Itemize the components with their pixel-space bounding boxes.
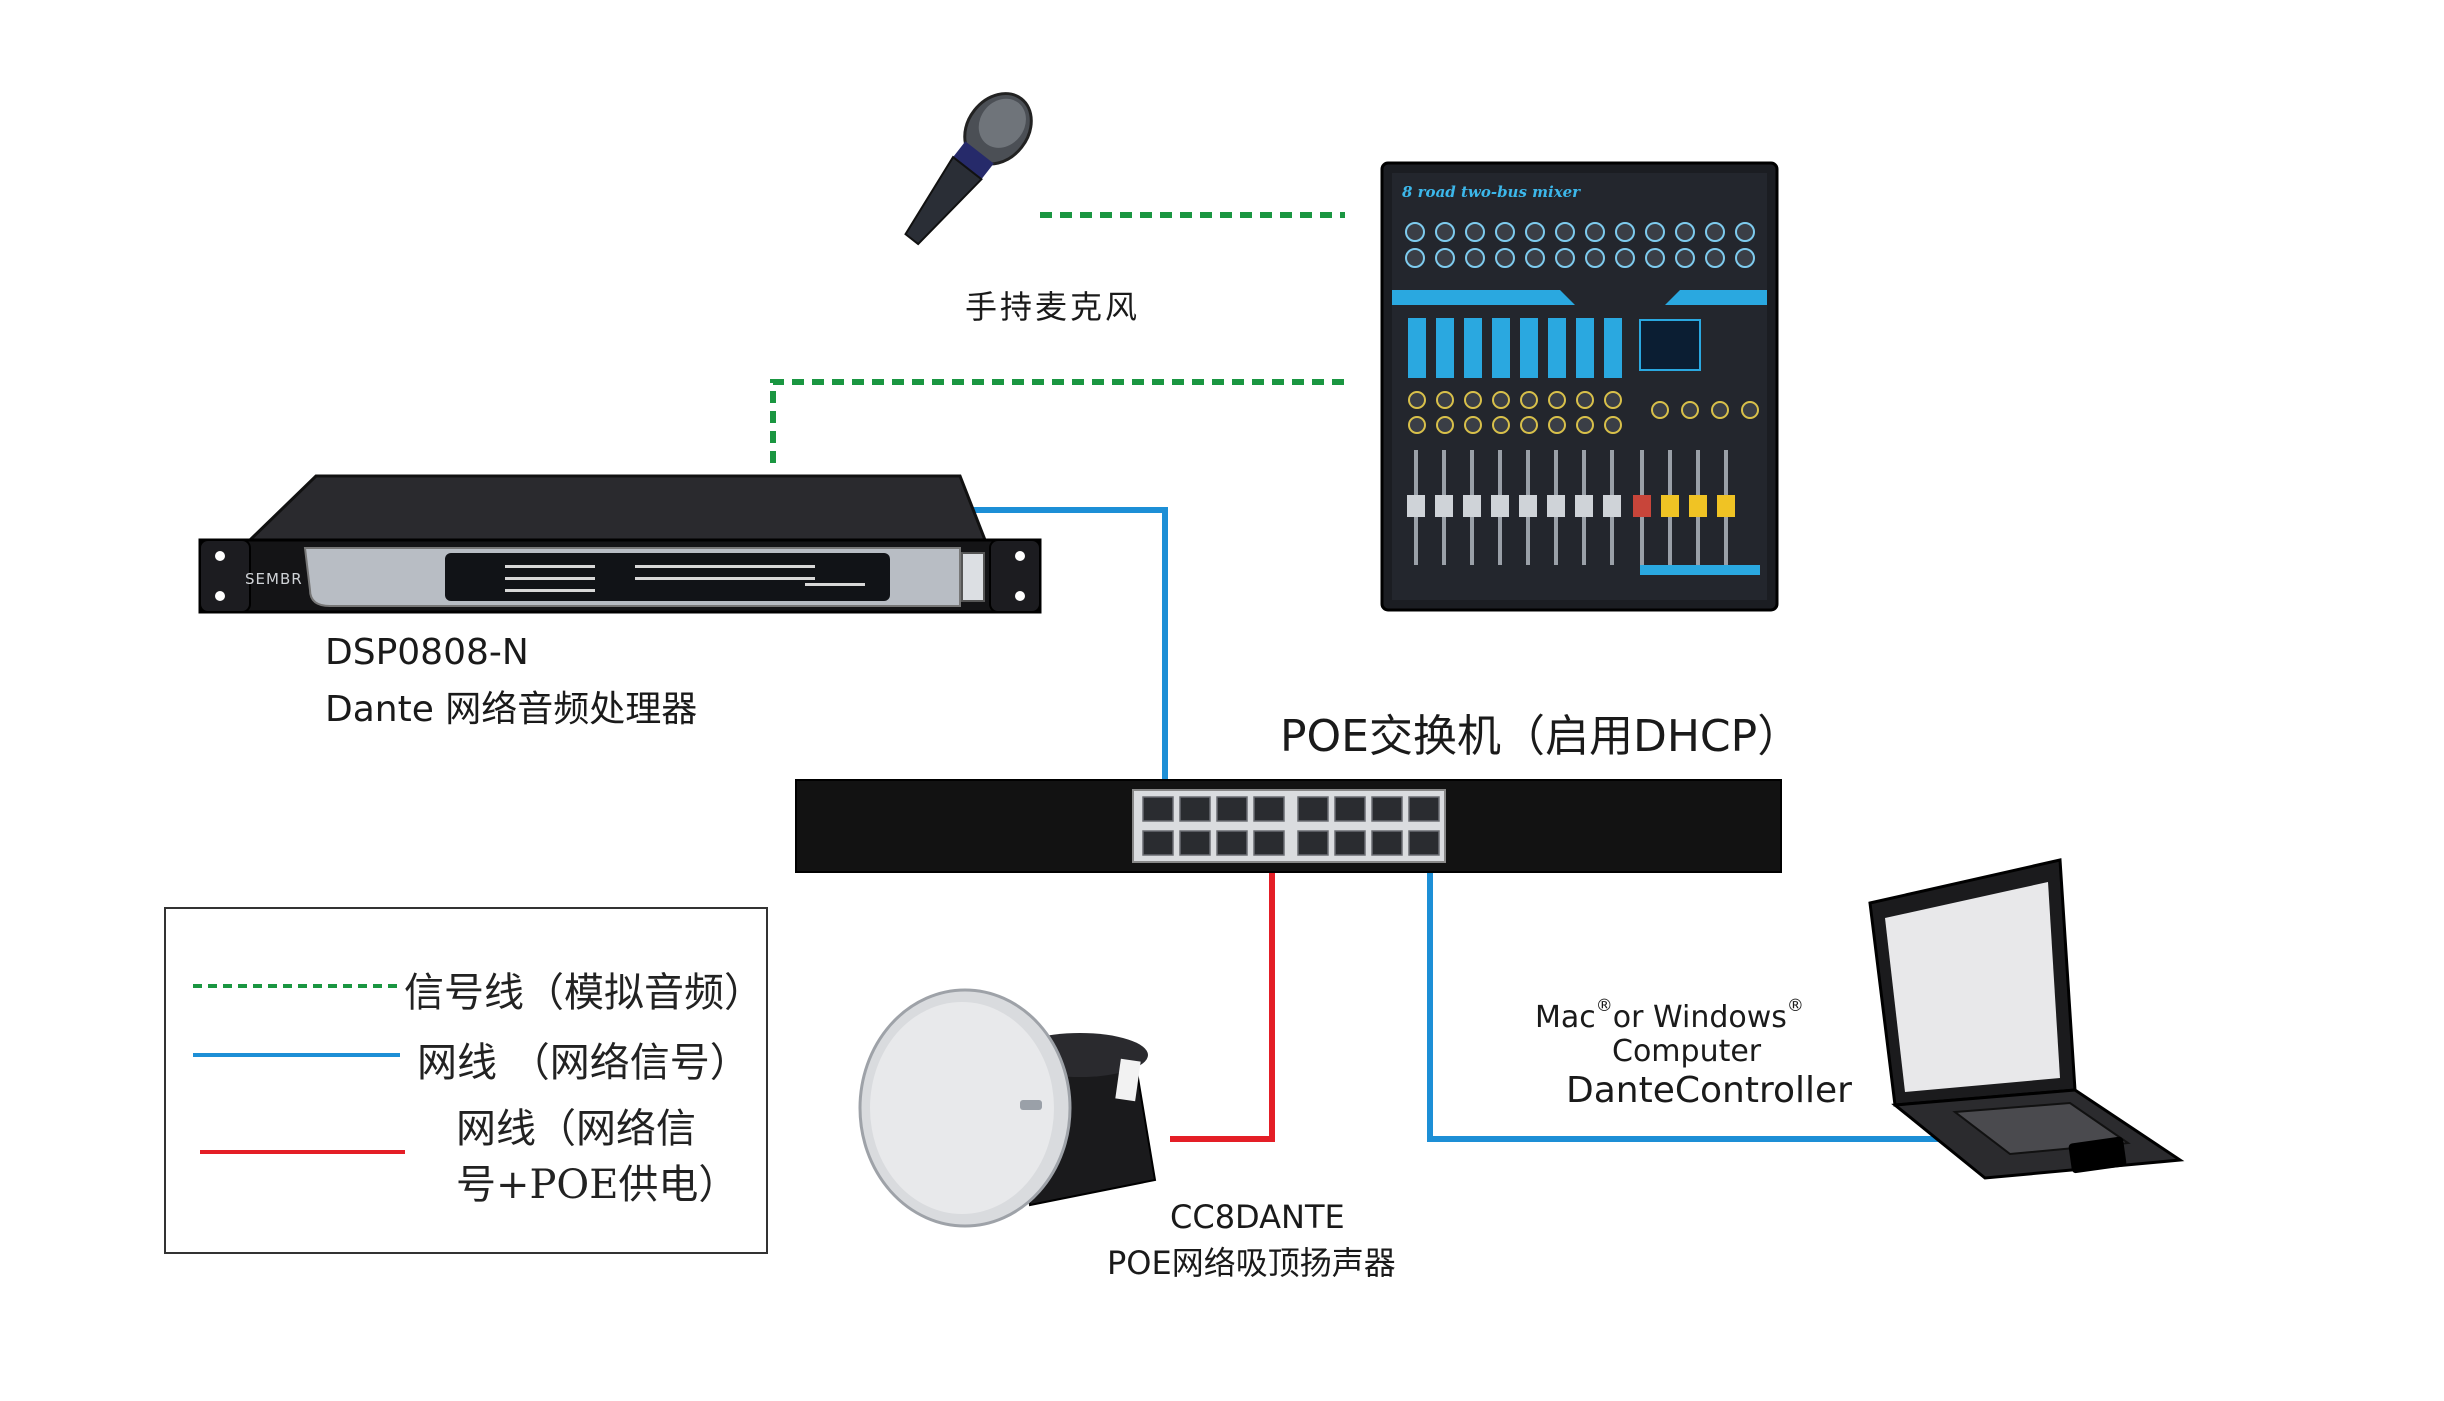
microphone-icon: [904, 92, 1033, 246]
legend-signal-text: 信号线（模拟音频）: [404, 970, 764, 1016]
legend-poe-text-line2: 号+POE供电）: [456, 1162, 739, 1208]
connections: [770, 212, 1950, 1142]
microphone-label: 手持麦克风: [965, 288, 1141, 326]
network-line-switch-computer: [1427, 840, 1950, 1142]
legend: [164, 907, 768, 1254]
legend-poe-text-line1: 网线（网络信: [456, 1106, 696, 1152]
computer-os-label: Mac®or Windows®: [1535, 996, 1804, 1035]
switch-label: POE交换机（启用DHCP）: [1280, 711, 1802, 762]
network-line-dsp-switch: [963, 507, 1168, 818]
dsp-model-label: DSP0808-N: [325, 632, 529, 673]
dsp-description-label: Dante 网络音频处理器: [325, 689, 698, 730]
switch-ports: [1142, 796, 1440, 856]
computer-label: Computer: [1612, 1034, 1762, 1069]
dante-controller-label: DanteController: [1566, 1070, 1852, 1111]
poe-switch-device: [795, 779, 1782, 873]
dsp-device: SEMBR: [198, 474, 1042, 614]
mixer-fader-caps: [1407, 495, 1735, 517]
mixer-label: 8 road two-bus mixer: [1402, 183, 1581, 201]
speaker-model-label: CC8DANTE: [1170, 1198, 1345, 1236]
mixer-knobs-top: [1405, 222, 1755, 268]
mixer-device: 8 road two-bus mixer: [1380, 161, 1779, 612]
dsp-leds: [505, 565, 865, 592]
poe-line-switch-speaker: [1170, 840, 1275, 1142]
laptop-device: [1868, 858, 2185, 1180]
ceiling-speaker-device: [858, 988, 1157, 1228]
speaker-description-label: POE网络吸顶扬声器: [1107, 1244, 1396, 1282]
legend-network-text: 网线 （网络信号）: [417, 1040, 750, 1086]
mixer-channel-strips: [1408, 318, 1622, 378]
signal-line-dsp-mixer: [770, 379, 1345, 463]
mixer-knobs-mid: [1408, 391, 1759, 434]
dsp-brand: SEMBR: [245, 570, 303, 588]
